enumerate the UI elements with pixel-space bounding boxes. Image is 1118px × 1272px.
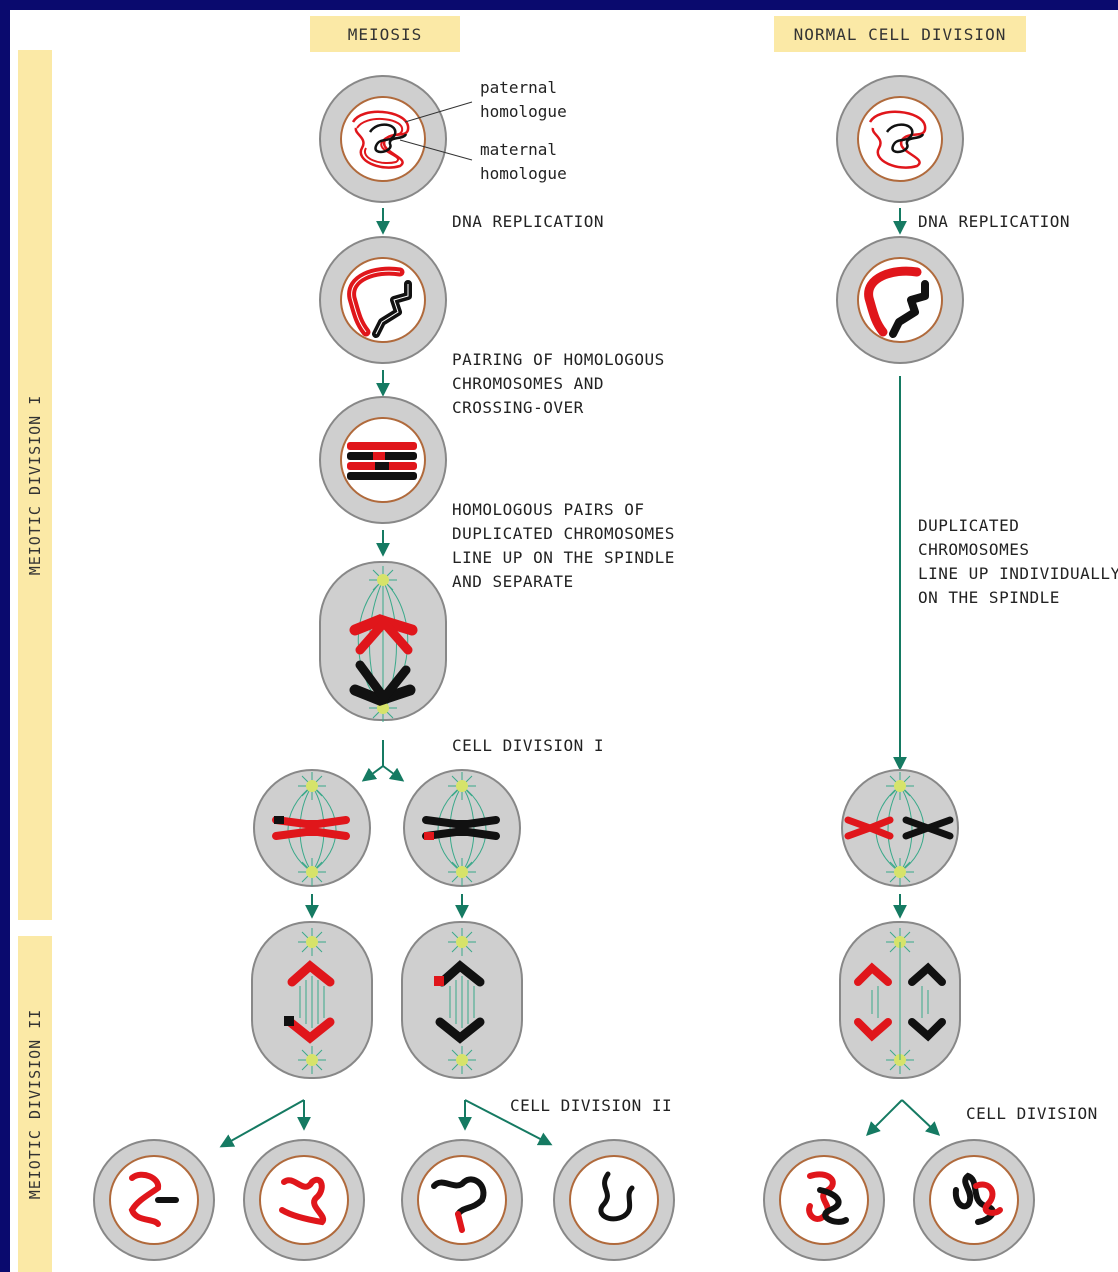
meiosis-branch-2b	[458, 1099, 553, 1146]
meiotic-division-ii-band: MEIOTIC DIVISION II	[18, 936, 52, 1272]
maternal-pointer	[399, 139, 473, 161]
paternal-pointer	[404, 101, 473, 123]
gamete-4	[553, 1139, 675, 1261]
normal-line-up-label: DUPLICATED CHROMOSOMES LINE UP INDIVIDUA…	[918, 516, 1118, 607]
pairing-crossing-over-label: PAIRING OF HOMOLOGOUS CHROMOSOMES AND CR…	[452, 350, 665, 417]
meiosis-branch-1	[361, 740, 405, 782]
normal-cell-1	[836, 75, 964, 203]
gamete-3	[401, 1139, 523, 1261]
diagram-art	[93, 75, 1035, 1261]
cell-division-i-label: CELL DIVISION I	[452, 736, 604, 755]
normal-division-header: NORMAL CELL DIVISION	[774, 16, 1026, 52]
meiosis-cell-3	[319, 396, 447, 524]
meiosis-cell-5b	[403, 769, 521, 887]
meiosis-cell-6a	[251, 921, 373, 1079]
daughter-cell-2	[913, 1139, 1035, 1261]
cell-division-ii-label: CELL DIVISION II	[510, 1096, 673, 1115]
meiosis-cell-6b	[401, 921, 523, 1079]
meiotic-division-i-band: MEIOTIC DIVISION I	[18, 50, 52, 920]
normal-branch	[866, 1099, 941, 1136]
meiosis-cell-5a	[253, 769, 371, 887]
meiosis-cell-4	[319, 561, 447, 723]
meiosis-cell-1	[319, 75, 447, 203]
normal-cell-3	[841, 769, 959, 887]
maternal-homologue-label: maternal homologue	[480, 140, 567, 183]
paternal-homologue-label: paternal homologue	[480, 78, 567, 121]
homologous-pairs-label: HOMOLOGOUS PAIRS OF DUPLICATED CHROMOSOM…	[452, 500, 675, 591]
gamete-2	[243, 1139, 365, 1261]
gamete-1	[93, 1139, 215, 1261]
diagram-canvas: MEIOSIS NORMAL CELL DIVISION MEIOTIC DIV…	[10, 10, 1118, 1272]
meiosis-dna-replication-label: DNA REPLICATION	[452, 212, 604, 231]
normal-dna-replication-label: DNA REPLICATION	[918, 212, 1070, 231]
meiosis-branch-2a	[219, 1099, 311, 1148]
meiosis-header: MEIOSIS	[310, 16, 460, 52]
daughter-cell-1	[763, 1139, 885, 1261]
normal-cell-division-label: CELL DIVISION	[966, 1104, 1098, 1123]
meiosis-cell-2	[319, 236, 447, 364]
normal-cell-2	[836, 236, 964, 364]
normal-cell-4	[839, 921, 961, 1079]
